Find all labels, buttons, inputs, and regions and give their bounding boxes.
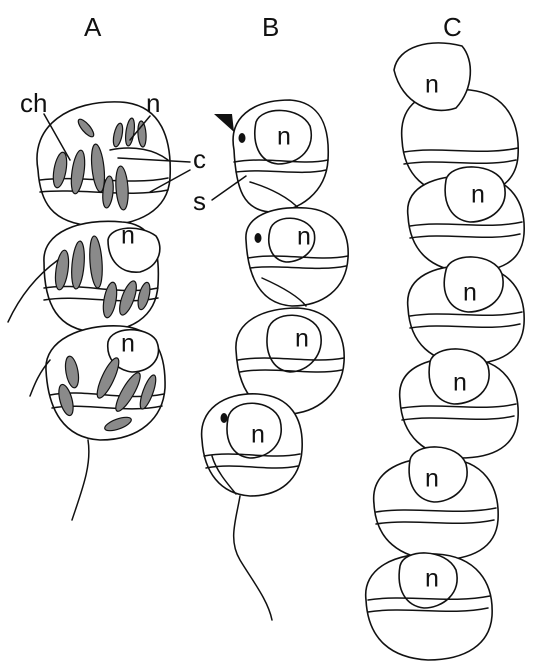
- panel-a-cell: n: [43, 220, 161, 333]
- panel-b-cell: n: [232, 99, 330, 213]
- panel-c-cell: n: [398, 348, 519, 459]
- annotation-chloroplast: ch: [20, 88, 47, 118]
- panel-a-cell: n: [45, 325, 166, 441]
- panel-a-cell: [36, 101, 172, 227]
- nucleus-label: n: [121, 222, 135, 250]
- nucleus-label: n: [425, 565, 439, 593]
- panel-c-cell: n: [406, 256, 525, 365]
- panel-c-chain: n n n n: [365, 42, 525, 661]
- panel-label-c: C: [443, 12, 462, 42]
- panel-b-cell: n: [200, 393, 303, 497]
- nucleus-label: n: [425, 71, 439, 99]
- nucleus-label: n: [251, 421, 265, 449]
- panel-b-chain: n n n n: [200, 99, 349, 621]
- eyespot-icon: [238, 133, 246, 143]
- annotation-nucleus: n: [146, 88, 160, 118]
- arrowhead-icon: [214, 114, 234, 132]
- panel-c-cell: n: [373, 446, 499, 561]
- panel-b-cell: n: [235, 307, 345, 415]
- annotation-sulcus: s: [193, 186, 206, 216]
- panel-label-b: B: [262, 12, 279, 42]
- nucleus-label: n: [121, 330, 135, 358]
- nucleus-label: n: [463, 279, 477, 307]
- nucleus-label: n: [453, 369, 467, 397]
- eyespot-icon: [254, 233, 262, 243]
- annotation-cingulum: c: [193, 144, 206, 174]
- nucleus-label: n: [277, 123, 291, 151]
- nucleus-label: n: [425, 465, 439, 493]
- panel-label-a: A: [84, 12, 102, 42]
- nucleus-label: n: [297, 223, 311, 251]
- nucleus-label: n: [295, 325, 309, 353]
- eyespot-icon: [220, 413, 228, 423]
- panel-a-chain: n n: [7, 101, 172, 521]
- panel-c-cell: n: [365, 552, 493, 661]
- panel-c-cell: n: [406, 166, 525, 273]
- nucleus-label: n: [471, 181, 485, 209]
- panel-b-cell: n: [245, 206, 349, 307]
